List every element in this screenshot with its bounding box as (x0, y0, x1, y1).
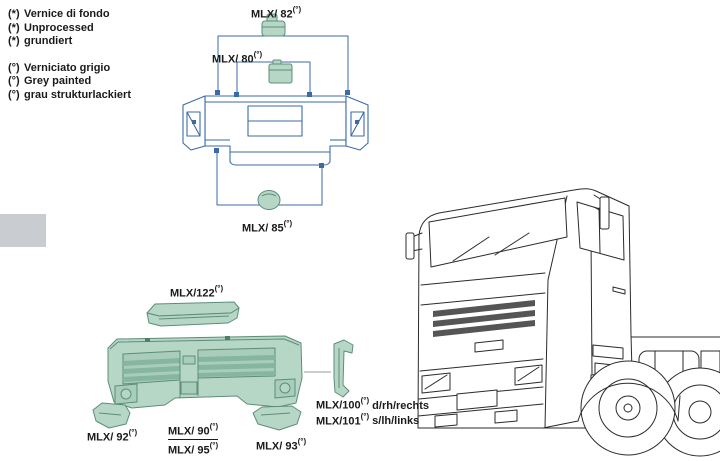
callout-label-mlx82: MLX/ 82(°) (251, 5, 302, 21)
truck-front-wheel (542, 360, 681, 456)
bumper-parts-diagram (92, 301, 354, 431)
truck-rear-wheel (655, 367, 720, 457)
mlx122-trim-strip (146, 301, 240, 327)
legend: (*)Vernice di fondo (*)Unprocessed (*)gr… (8, 8, 131, 102)
legend-row: (°)Grey painted (8, 75, 92, 87)
legend-row: (*)Vernice di fondo (8, 8, 110, 20)
truck-cab (405, 188, 633, 429)
legend-row: (*)grundiert (8, 35, 73, 47)
callout-label-mlx85: MLX/ 85(°) (242, 219, 293, 235)
mlx85-part (257, 190, 281, 210)
callout-label-mlx93: MLX/ 93(°) (256, 437, 307, 453)
mlx90-bumper (107, 335, 303, 409)
mlx92-corner-part (92, 402, 131, 429)
truck-illustration (405, 188, 720, 457)
front-flap-diagram (182, 13, 369, 210)
callout-label-mlx100-101: MLX/100(°)d/rh/rechts MLX/101(°)s/lh/lin… (316, 396, 430, 428)
legend-row: (*)Unprocessed (8, 21, 94, 34)
mlx82-part (261, 13, 286, 37)
legend-row: (°)grau strukturlackiert (8, 88, 131, 101)
callout-label-mlx122: MLX/122(°) (170, 284, 224, 300)
mlx93-corner-part (252, 405, 302, 431)
mount-point-squares (192, 90, 359, 168)
page-edge-tab (0, 214, 46, 247)
callout-label-mlx80: MLX/ 80(°) (212, 50, 263, 66)
callout-label-mlx90-95: MLX/ 90(°) MLX/ 95(°) (168, 422, 219, 457)
legend-row: (°)Verniciato grigio (8, 61, 111, 74)
mlx100-bracket-part (333, 339, 354, 398)
mlx80-part (268, 59, 293, 84)
callout-label-mlx92: MLX/ 92(°) (87, 428, 138, 444)
grille-panel-drawing (182, 95, 369, 166)
